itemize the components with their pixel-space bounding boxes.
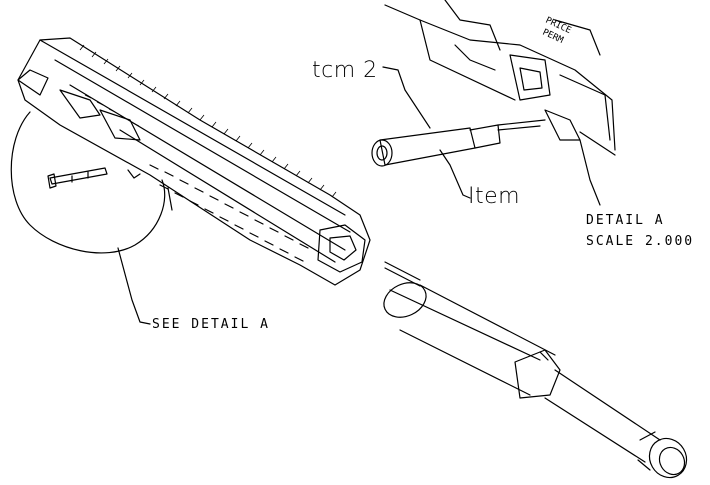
detail-a-view: [371, 0, 616, 206]
pin-small: [47, 167, 108, 189]
item-2-label: tcm 2: [312, 58, 378, 83]
side-rail-slots: [84, 94, 309, 262]
top-rail-teeth: [79, 44, 337, 198]
muzzle-device: [637, 431, 688, 479]
detail-a-title: DETAIL A: [586, 213, 665, 228]
item-label: Item: [468, 184, 521, 209]
pin-assembly: [371, 119, 546, 167]
detail-a-scale: SCALE 2.000: [586, 234, 695, 249]
detail-a-callout-circle: [10, 111, 166, 254]
see-detail-a-label: SEE DETAIL A: [152, 317, 270, 332]
see-detail-leader: [117, 247, 151, 325]
barrel: [383, 261, 688, 479]
